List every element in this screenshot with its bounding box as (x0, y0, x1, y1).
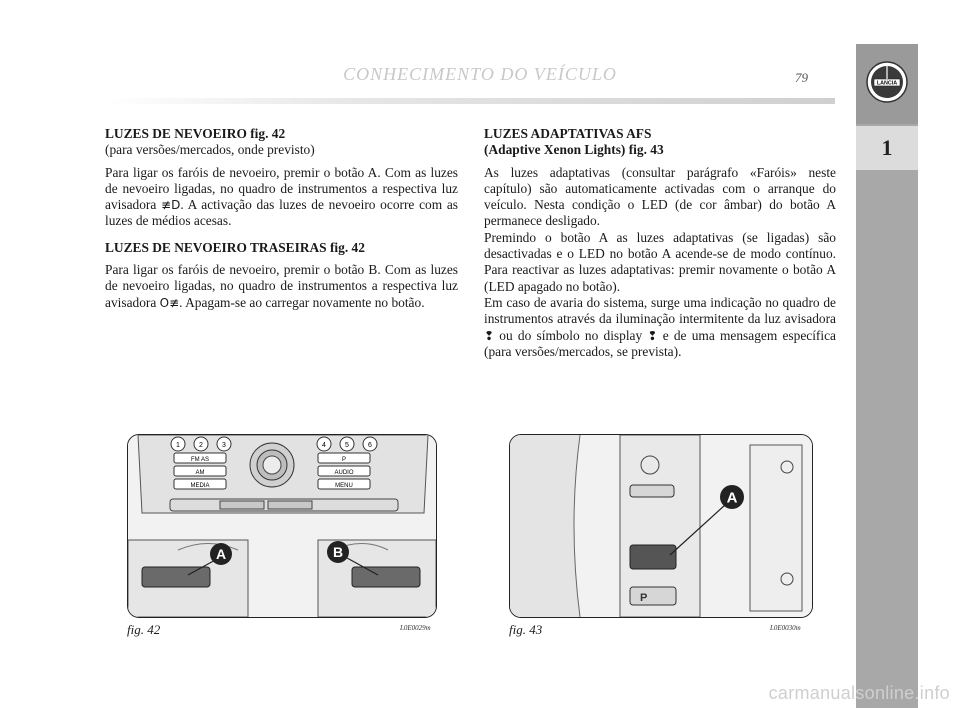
running-header: CONHECIMENTO DO VEÍCULO (343, 64, 617, 84)
fig42-illustration: 1 2 3 4 5 6 FM AS AM MEDIA P AUDIO (128, 435, 436, 617)
paragraph-afs-1: As luzes adaptativas (consultar parágraf… (484, 164, 836, 229)
figure-43-code: L0E0030m (770, 624, 801, 632)
media-button-label: MEDIA (190, 483, 209, 489)
brand-logo-box: LANCIA (856, 44, 918, 124)
fig43-illustration: P A (510, 435, 812, 617)
park-button-label: P (640, 592, 647, 604)
right-column: LUZES ADAPTATIVAS AFS (Adaptive Xenon Li… (484, 126, 836, 360)
menu-button-label: MENU (335, 483, 353, 489)
rear-fog-light-icon: O≢ (159, 295, 180, 310)
left-column: LUZES DE NEVOEIRO fig. 42 (para versões/… (105, 126, 458, 321)
preset-button-1: 1 (176, 442, 180, 449)
section-heading-afs: LUZES ADAPTATIVAS AFS (484, 126, 652, 141)
section-heading-afs-sub: (Adaptive Xenon Lights) fig. 43 (484, 142, 664, 158)
steering-heat-icon (640, 455, 660, 475)
am-button-label: AM (196, 470, 205, 476)
audio-button-label: AUDIO (334, 470, 353, 476)
rear-fog-button (351, 566, 421, 588)
preset-button-3: 3 (222, 442, 226, 449)
preset-button-5: 5 (345, 442, 349, 449)
figure-42-code: L0E0029m (400, 624, 431, 632)
figure-42-caption: fig. 42 (127, 622, 161, 637)
site-watermark: carmanualsonline.info (768, 683, 950, 703)
afs-display-icon: ❢ (647, 328, 658, 343)
figure-43-caption: fig. 43 (509, 622, 543, 637)
figure-42-dashboard-console: 1 2 3 4 5 6 FM AS AM MEDIA P AUDIO (127, 434, 437, 618)
chapter-number: 1 (856, 126, 918, 170)
source-buttons-left: FM AS AM MEDIA (173, 452, 227, 490)
section-heading-fog-lights: LUZES DE NEVOEIRO fig. 42 (105, 126, 286, 141)
preset-buttons-left: 1 2 3 (170, 436, 232, 452)
preset-buttons-right: 4 5 6 (316, 436, 378, 452)
page-number: 79 (795, 70, 808, 85)
paragraph-afs-3: Em caso de avaria do sistema, surge uma … (484, 294, 836, 359)
preset-button-2: 2 (199, 442, 203, 449)
figure-43-afs-switch: P A (509, 434, 813, 618)
p-button-label: P (342, 457, 346, 463)
source-buttons-right: P AUDIO MENU (317, 452, 371, 490)
section-heading-rear-fog-lights: LUZES DE NEVOEIRO TRASEIRAS fig. 42 (105, 239, 365, 255)
center-knob-icon (249, 442, 295, 488)
afs-warning-icon: ❢ (484, 328, 495, 343)
fm-button-label: FM AS (191, 457, 209, 463)
front-fog-button (141, 566, 211, 588)
lancia-logo-icon: LANCIA (866, 61, 908, 103)
paragraph-afs-2: Premindo o botão A as luzes adaptativas … (484, 229, 836, 294)
preset-button-4: 4 (322, 442, 326, 449)
afs-button (629, 544, 677, 570)
brand-logo-text: LANCIA (877, 81, 897, 87)
callout-b-label: B (333, 544, 343, 560)
preset-button-6: 6 (368, 442, 372, 449)
paragraph-fog-lights: Para ligar os faróis de nevoeiro, premir… (105, 164, 458, 229)
callout-a-label-fig43: A (727, 490, 738, 507)
paragraph-rear-fog-lights: Para ligar os faróis de nevoeiro, premir… (105, 262, 458, 310)
header-rule (105, 98, 835, 104)
front-fog-light-icon: ≢D (161, 198, 181, 213)
section-subheading: (para versões/mercados, onde previsto) (105, 142, 315, 158)
callout-a-label: A (216, 546, 226, 562)
